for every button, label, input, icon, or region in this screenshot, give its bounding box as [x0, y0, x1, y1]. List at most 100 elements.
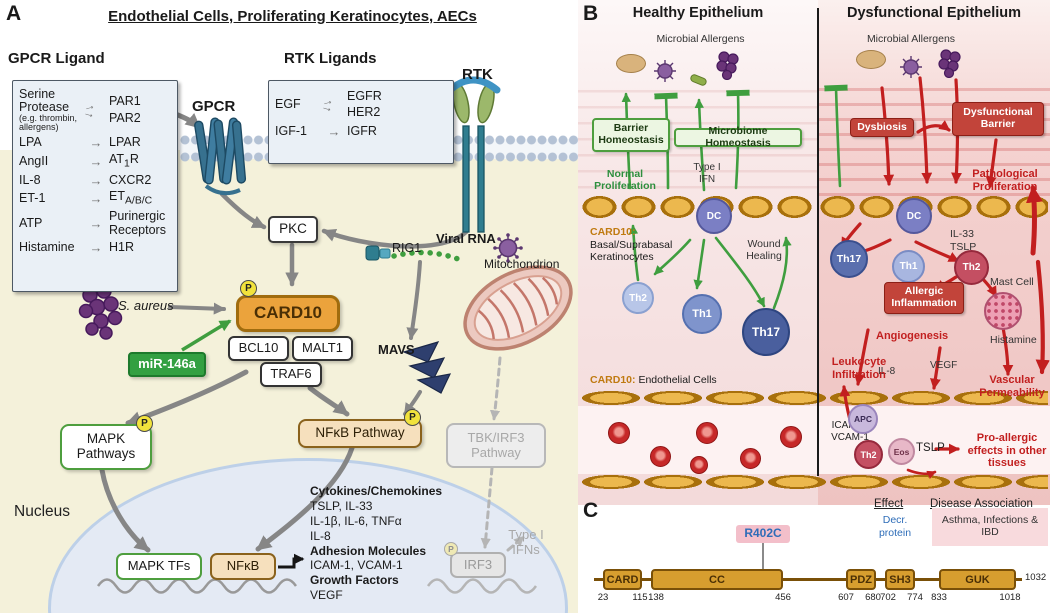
ligand-row-angii: AngII → AT1R — [19, 151, 171, 170]
protein-backbone — [594, 578, 1022, 581]
bcl10-label: BCL10 — [238, 340, 279, 356]
eosinophil-cell: Eos — [888, 438, 915, 465]
dust-mite-icon — [856, 50, 886, 69]
red-blood-cell — [740, 448, 761, 469]
receptor-name: AT1R — [109, 151, 139, 170]
microbiome-homeostasis-label: Microbiome Homeostasis — [705, 124, 771, 149]
pkc-label: PKC — [279, 221, 307, 237]
panel-a-graphics — [78, 76, 573, 594]
gpcr-ligand-table: Serine Protease(e.g. thrombin, allergens… — [12, 80, 178, 292]
protein-length: 1032 — [1025, 572, 1047, 583]
arrow-right-icon: → — [89, 135, 103, 151]
ligand-subtext: (e.g. thrombin, allergens) — [19, 112, 78, 133]
receptor-name: IGFR — [347, 123, 377, 138]
rtk-ligands-header: RTK Ligands — [284, 50, 377, 67]
dysfunctional-barrier-label: Dysfunctional Barrier — [963, 106, 1033, 130]
healthy-microbial-allergens-label: Microbial Allergens — [656, 33, 745, 45]
mir146a-node: miR-146a — [128, 352, 206, 377]
healthy-title: Healthy Epithelium — [632, 5, 764, 21]
card10-orange-label: CARD10: — [590, 374, 636, 386]
mir146a-arrow — [181, 319, 232, 352]
card10-keratinocytes-caption: CARD10: Basal/Suprabasal Keratinocytes — [590, 226, 694, 264]
residue-number: 1018 — [999, 592, 1021, 603]
mutation-label: R402C — [744, 526, 782, 541]
histamine-label: Histamine — [990, 334, 1037, 346]
panel-b: Healthy Epithelium Dysfunctional Epithel… — [578, 0, 1050, 505]
gpcr-receptor-graphic — [194, 117, 247, 196]
th17-label: Th17 — [751, 325, 780, 339]
fork-arrow-icon: →→ — [319, 92, 336, 116]
rtk-receptor-graphic — [446, 76, 501, 233]
dust-mite-icon — [616, 54, 646, 73]
pro-allergic-label: Pro-allergic effects in other tissues — [967, 432, 1047, 470]
rig1-label: RIG1 — [392, 241, 422, 255]
s-aureus-graphic — [78, 283, 123, 340]
receptor-name: LPAR — [109, 135, 141, 150]
barrier-homeostasis-box: Barrier Homeostasis — [592, 118, 670, 152]
ligand-row-il8: IL-8 → CXCR2 — [19, 173, 171, 188]
ligand-name: ET-1 — [19, 191, 46, 206]
tslp-bottom-label: TSLP — [916, 442, 945, 454]
receptor-text: PAR2 — [109, 111, 141, 126]
dc-label: DC — [706, 210, 722, 222]
domain-label: PDZ — [850, 573, 872, 586]
panel-c-label: C — [583, 499, 599, 522]
s-aureus-label: S. aureus — [118, 298, 174, 313]
mavs-label: MAVS — [378, 342, 415, 357]
mutation-pointer-line — [762, 543, 764, 569]
il33-label: IL-33 — [950, 228, 974, 240]
disease-association-header: Disease Association — [930, 498, 1033, 510]
vegf-label: VEGF — [930, 360, 958, 371]
virus-icon — [493, 233, 523, 263]
card10-label: CARD10 — [253, 303, 323, 323]
panel-b-label: B — [583, 2, 599, 25]
nfkb-pathway-node: NFκB Pathway — [298, 419, 422, 448]
red-blood-cell — [780, 426, 802, 448]
tbk-irf3-pathway-node: TBK/IRF3 Pathway — [446, 423, 546, 468]
effect-header: Effect — [874, 498, 904, 510]
ligand-name: Histamine — [19, 239, 75, 254]
receptor-name: H1R — [109, 239, 135, 254]
ligand-name: IGF-1 — [275, 123, 307, 138]
irf3-node: IRF3 — [450, 552, 506, 578]
dysbiosis-box: Dysbiosis — [850, 118, 914, 137]
gpcr-label: GPCR — [192, 98, 236, 115]
grape-cluster-icon — [716, 51, 739, 80]
dna-graphic — [96, 578, 538, 594]
dys-microbial-allergens-label: Microbial Allergens — [866, 33, 956, 45]
ligand-row-igf1: IGF-1 → IGFR — [275, 124, 447, 139]
residue-number: 138 — [648, 592, 664, 603]
th17-cell-dys: Th17 — [830, 240, 868, 278]
arrow-right-icon: → — [89, 191, 103, 207]
mapk-pathways-node: MAPK Pathways — [60, 424, 152, 470]
domain-card: CARD — [603, 569, 642, 590]
ligand-row-lpa: LPA → LPAR — [19, 135, 171, 150]
mast-cell — [984, 292, 1022, 330]
th2-label: Th2 — [962, 262, 981, 273]
endothelium-upper — [580, 390, 1048, 406]
receptor-name: Purinergic Receptors — [109, 209, 166, 237]
dysfunctional-barrier-box: Dysfunctional Barrier — [952, 102, 1044, 136]
th17-label: Th17 — [836, 253, 862, 265]
tbk-irf3-label: TBK/IRF3 Pathway — [467, 430, 525, 460]
ligand-name: IL-8 — [19, 172, 41, 187]
residue-number: 23 — [597, 592, 609, 603]
microbiome-homeostasis-box: Microbiome Homeostasis — [674, 124, 802, 149]
cytokines-line: IL-8 — [310, 528, 331, 543]
arrow-right-icon: → — [89, 216, 103, 232]
th1-cell-dys: Th1 — [892, 250, 925, 283]
ligand-row-et1: ET-1 → ETA/B/C — [19, 189, 171, 207]
allergic-inflammation-box: Allergic Inflammation — [884, 282, 964, 314]
panel-a-title: Endothelial Cells, Proliferating Keratin… — [108, 8, 477, 25]
nfkb-tf-label: NFκB — [226, 558, 260, 574]
angiogenesis-label: Angiogenesis — [876, 330, 949, 342]
receptor-name: CXCR2 — [109, 172, 152, 187]
receptor-text: PAR1 — [109, 94, 141, 109]
mitochondrion-label: Mitochondrion — [484, 257, 560, 271]
receptor-text: EGFR — [347, 88, 382, 103]
nucleus-label: Nucleus — [14, 503, 70, 520]
adhesion-line: ICAM-1, VCAM-1 — [310, 558, 403, 573]
